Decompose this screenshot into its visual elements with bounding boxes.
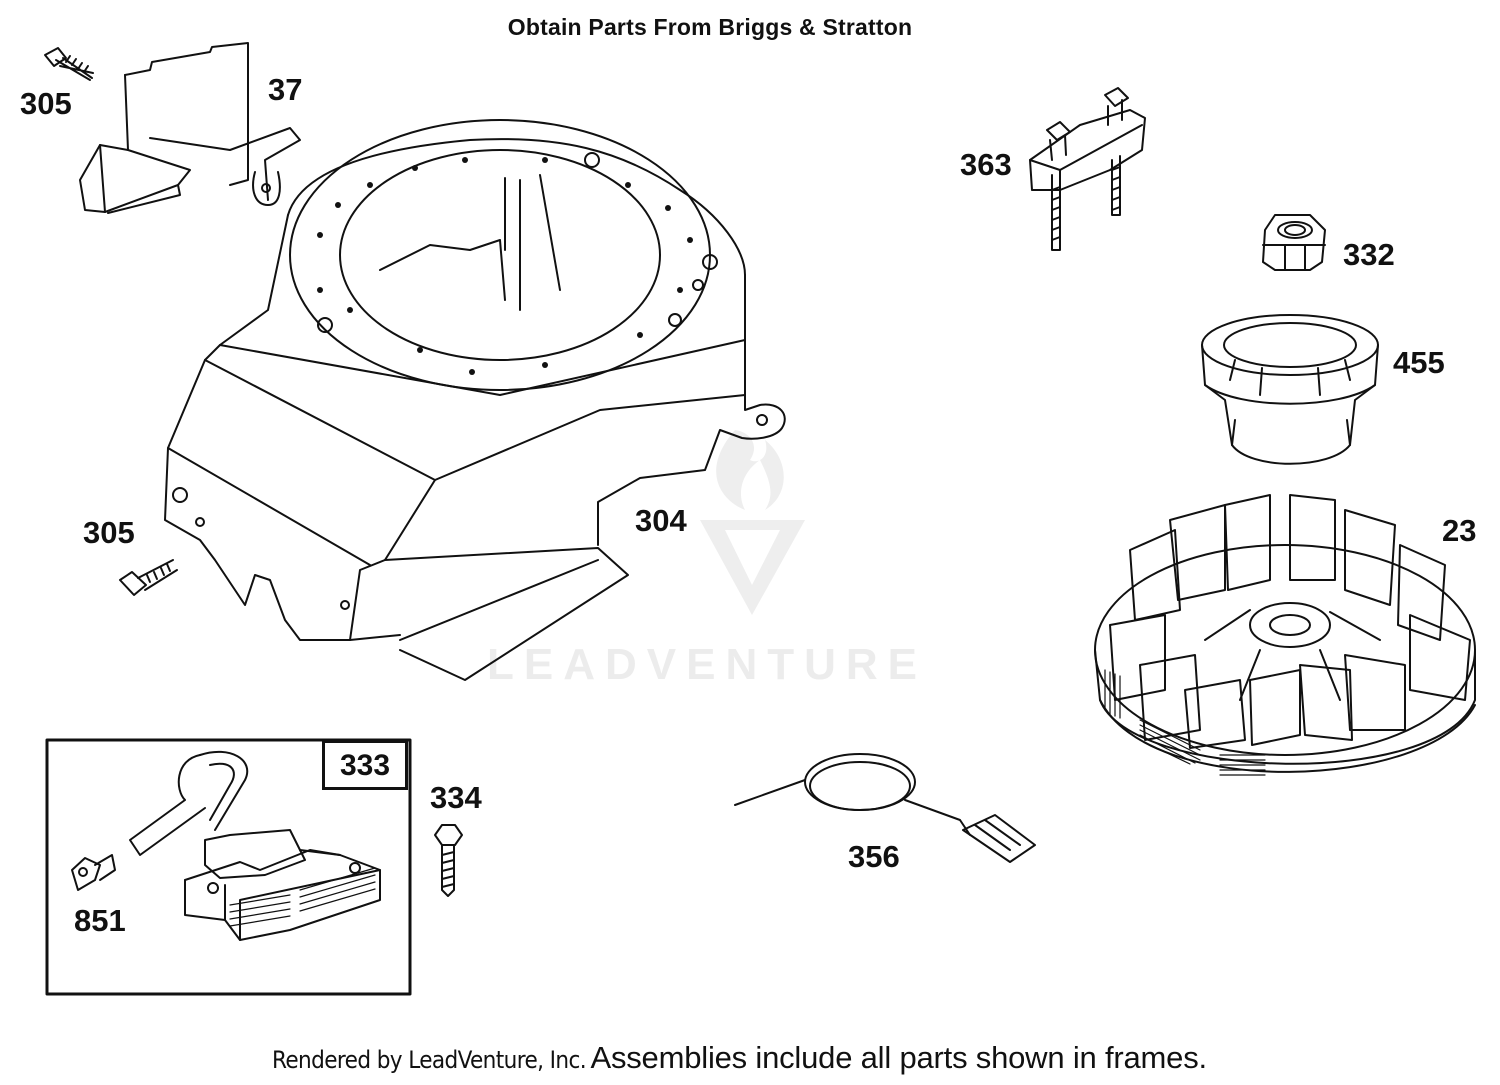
terminal-851	[71, 854, 116, 891]
bolt-305-bottom	[119, 559, 178, 596]
callout-23[interactable]: 23	[1442, 513, 1477, 548]
callout-333[interactable]: 333	[322, 740, 408, 790]
callout-334[interactable]: 334	[430, 780, 482, 815]
footer-note: Assemblies include all parts shown in fr…	[590, 1040, 1207, 1075]
air-guide-37	[79, 42, 301, 214]
starter-cup-455	[1201, 314, 1379, 465]
bracket-363	[1029, 87, 1146, 251]
callout-332[interactable]: 332	[1343, 237, 1395, 272]
screw-334	[434, 824, 463, 897]
diagram-footer: Rendered by LeadVenture, Inc. Assemblies…	[272, 1040, 1207, 1076]
callout-305-top[interactable]: 305	[20, 86, 72, 121]
footer-credit: Rendered by LeadVenture, Inc.	[272, 1046, 587, 1074]
hex-nut-332	[1262, 214, 1326, 271]
blower-housing-304	[164, 119, 786, 681]
bolt-305-top	[44, 47, 94, 81]
callout-37[interactable]: 37	[268, 72, 303, 107]
assembly-frame-333	[45, 738, 412, 996]
ignition-armature	[129, 750, 381, 941]
ground-wire-356	[734, 753, 1036, 863]
flywheel-23	[1094, 494, 1476, 776]
callout-363[interactable]: 363	[960, 147, 1012, 182]
callout-356[interactable]: 356	[848, 839, 900, 874]
callout-851[interactable]: 851	[74, 903, 126, 938]
watermark-text: LEADVENTURE	[487, 640, 928, 689]
diagram-header: Obtain Parts From Briggs & Stratton	[507, 14, 913, 40]
callout-455[interactable]: 455	[1393, 345, 1445, 380]
callout-304[interactable]: 304	[635, 503, 687, 538]
callout-305-bottom[interactable]: 305	[83, 515, 135, 550]
